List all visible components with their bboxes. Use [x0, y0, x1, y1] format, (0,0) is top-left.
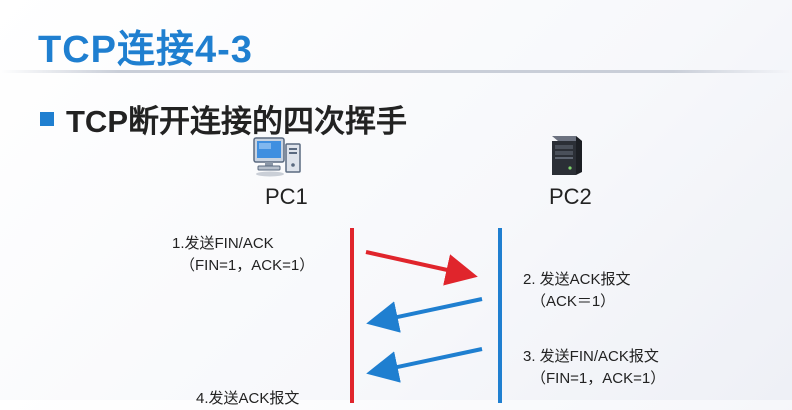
server-tower-icon	[552, 136, 582, 175]
desktop-computer-icon	[253, 137, 301, 177]
message-1: 1.发送FIN/ACK （FIN=1，ACK=1）	[172, 233, 314, 277]
message-2-step: 2. 发送ACK报文	[523, 271, 631, 288]
header-divider	[0, 70, 792, 73]
message-4: 4.发送ACK报文	[196, 388, 299, 410]
message-4-step: 4.发送ACK报文	[196, 390, 300, 407]
pc2-label: PC2	[549, 184, 592, 209]
message-1-step: 1.发送FIN/ACK	[172, 235, 274, 252]
bullet-square-icon	[40, 111, 54, 126]
fin-ack-arrow-1	[365, 250, 478, 286]
message-2-detail: （ACK＝1）	[531, 293, 616, 310]
message-1-detail: （FIN=1，ACK=1）	[180, 257, 315, 274]
pc1-lifeline	[350, 228, 354, 403]
pc2-lifeline	[498, 228, 502, 403]
fin-ack-arrow-3	[366, 347, 483, 383]
message-3-step: 3. 发送FIN/ACK报文	[523, 348, 659, 365]
message-3-detail: （FIN=1，ACK=1）	[531, 370, 666, 387]
message-2: 2. 发送ACK报文 （ACK＝1）	[523, 269, 631, 313]
bullet-text: TCP断开连接的四次挥手	[66, 104, 407, 139]
message-3: 3. 发送FIN/ACK报文 （FIN=1，ACK=1）	[523, 346, 665, 390]
slide-title: TCP连接4-3	[38, 29, 253, 71]
pc1-label: PC1	[265, 184, 308, 209]
ack-arrow-2	[366, 297, 483, 333]
bullet-heading: TCP断开连接的四次挥手	[40, 96, 407, 141]
